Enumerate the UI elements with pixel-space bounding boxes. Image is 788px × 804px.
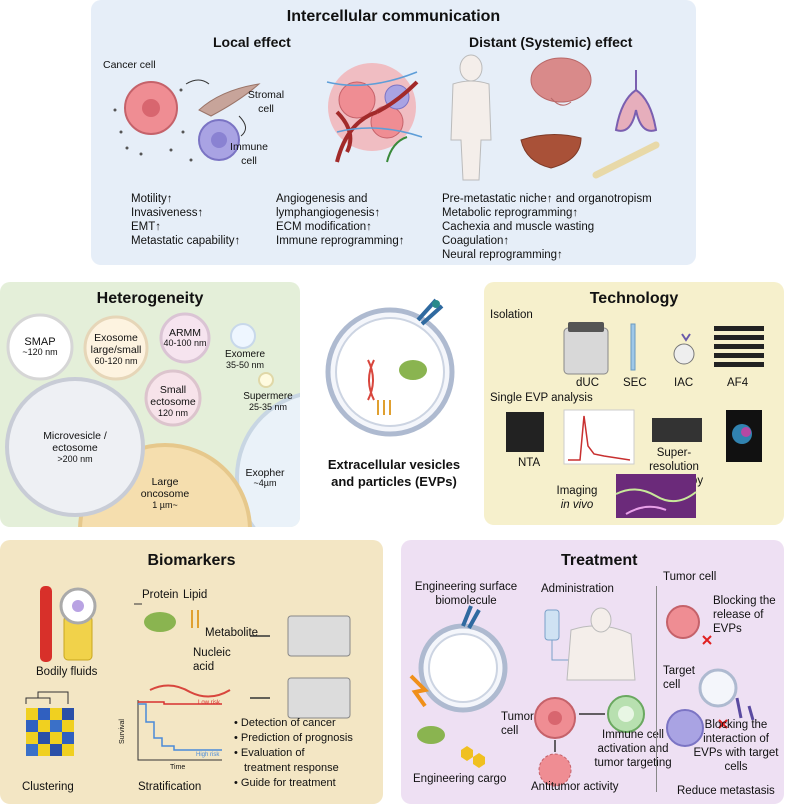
treatment-illustration-left bbox=[409, 605, 645, 787]
administration-label: Administration bbox=[541, 583, 614, 595]
metabolite-label: Metabolite bbox=[205, 627, 259, 639]
lipid-label: Lipid bbox=[183, 589, 208, 601]
effect-angiogenesis: Angiogenesis and bbox=[276, 193, 368, 205]
iac-label: IAC bbox=[674, 377, 694, 389]
effect-motility: Motility↑ bbox=[131, 193, 173, 205]
bodily-fluids-illustration bbox=[40, 586, 97, 662]
target-cell-label: Target cell bbox=[663, 665, 695, 691]
single-evp-instruments bbox=[506, 409, 762, 465]
use-detection: • Detection of cancer bbox=[234, 717, 336, 729]
use-treatment-response: treatment response bbox=[244, 762, 339, 774]
exomere-label: Exomere 35-50 nm bbox=[224, 349, 265, 371]
effect-invasiveness: Invasiveness↑ bbox=[131, 207, 204, 219]
imaging-label: Imaging in vivo bbox=[556, 485, 598, 511]
immune-activation-label: Immune cell activation and tumor targeti… bbox=[594, 729, 672, 769]
survival-curve bbox=[137, 700, 222, 761]
effect-lymphangiogenesis: lymphangiogenesis↑ bbox=[276, 207, 381, 219]
distant-effects-col: Pre-metastatic niche↑ and organotropism … bbox=[442, 192, 652, 262]
clustering-label: Clustering bbox=[22, 781, 74, 793]
armm-label: ARMM 40-100 nm bbox=[163, 327, 207, 348]
treatment-title: Treatment bbox=[561, 552, 638, 569]
engineering-cargo-label: Engineering cargo bbox=[413, 773, 507, 785]
isolation-instruments bbox=[563, 322, 764, 375]
local-effect-illustration bbox=[113, 79, 261, 162]
large-oncosome-label: Large oncosome 1 µm~ bbox=[140, 476, 190, 510]
block-interaction-label: Blocking the interaction of EVPs with ta… bbox=[693, 719, 779, 773]
clustering-heatmap bbox=[25, 691, 74, 756]
local-effects-col1: Motility↑ Invasiveness↑ EMT↑ Metastatic … bbox=[131, 192, 240, 248]
km-ylabel: Survival bbox=[118, 719, 126, 744]
use-guide: • Guide for treatment bbox=[234, 777, 336, 789]
af4-label: AF4 bbox=[727, 377, 749, 389]
biomarker-uses-list: • Detection of cancer • Prediction of pr… bbox=[234, 716, 353, 791]
biomarker-arrows bbox=[134, 603, 351, 719]
heterogeneity-title: Heterogeneity bbox=[96, 290, 204, 307]
body-organs-illustration bbox=[450, 54, 660, 181]
antitumor-label: Antitumor activity bbox=[531, 781, 619, 793]
nucleic-acid-label: Nucleic acid bbox=[193, 647, 231, 673]
tumor-cell-label: Tumor cell bbox=[501, 711, 534, 737]
single-evp-label: Single EVP analysis bbox=[490, 392, 593, 404]
effect-pre-metastatic: Pre-metastatic niche↑ and organotropism bbox=[442, 193, 652, 205]
effect-cachexia: Cachexia and muscle wasting bbox=[442, 221, 595, 233]
small-ectosome-label: Small ectosome 120 nm bbox=[150, 384, 196, 418]
microvesicle-label: Microvesicle / ectosome >200 nm bbox=[43, 430, 107, 464]
use-evaluation: • Evaluation of bbox=[234, 747, 305, 759]
km-xlabel: Time bbox=[170, 764, 186, 771]
evp-label: Extracellular vesicles and particles (EV… bbox=[327, 457, 461, 489]
supermere-label: Supermere 25-35 nm bbox=[243, 391, 293, 413]
bodily-fluids-label: Bodily fluids bbox=[36, 666, 98, 678]
cancer-cell-label: Cancer cell bbox=[103, 59, 156, 71]
protein-label: Protein bbox=[142, 589, 179, 601]
treatment-panel: Treatment Engineering surface biomolecul… bbox=[401, 540, 784, 804]
technology-panel: Technology Isolation dUC SEC IAC AF4 Sin… bbox=[484, 282, 784, 525]
km-high-risk-label: High risk bbox=[196, 752, 220, 758]
stromal-cell-label: Stromal cell bbox=[247, 89, 285, 115]
treatment-illustration-right bbox=[666, 605, 755, 747]
in-vivo-image bbox=[615, 474, 697, 518]
effect-immune-reprogramming: Immune reprogramming↑ bbox=[276, 235, 405, 247]
biomarkers-panel: Biomarkers Bodily fluids Protein Lipid M… bbox=[0, 540, 383, 804]
exopher-label: Exopher ~4µm bbox=[245, 467, 285, 488]
km-low-risk-label: Low risk bbox=[198, 700, 221, 706]
sec-label: SEC bbox=[623, 377, 647, 389]
biomarkers-title: Biomarkers bbox=[147, 552, 236, 569]
exosome-label: Exosome large/small 60-120 nm bbox=[90, 332, 142, 366]
effect-neural: Neural reprogramming↑ bbox=[442, 249, 563, 261]
technology-title: Technology bbox=[589, 290, 679, 307]
effect-metastatic: Metastatic capability↑ bbox=[131, 235, 241, 247]
isolation-label: Isolation bbox=[490, 309, 533, 321]
duc-label: dUC bbox=[576, 377, 600, 389]
stratification-label: Stratification bbox=[138, 781, 202, 793]
effect-ecm: ECM modification↑ bbox=[276, 221, 372, 233]
use-prognosis: • Prediction of prognosis bbox=[234, 732, 353, 744]
smap-label: SMAP ~120 nm bbox=[22, 336, 58, 358]
local-effect-title: Local effect bbox=[213, 34, 291, 50]
treatment-divider bbox=[656, 586, 657, 792]
block-release-label: Blocking the release of EVPs bbox=[713, 595, 776, 635]
immune-cell-label: Immune cell bbox=[230, 141, 268, 167]
tumor-microenvironment-illustration bbox=[326, 63, 423, 163]
effect-metabolic: Metabolic reprogramming↑ bbox=[442, 207, 579, 219]
vesicle-size-circles bbox=[5, 312, 300, 527]
local-effects-col2: Angiogenesis and lymphangiogenesis↑ ECM … bbox=[276, 192, 404, 248]
tumor-cell-right-label: Tumor cell bbox=[663, 571, 717, 583]
nta-label: NTA bbox=[518, 457, 541, 469]
evp-illustration bbox=[325, 298, 455, 437]
intercellular-title: Intercellular communication bbox=[286, 8, 501, 25]
distant-effect-title: Distant (Systemic) effect bbox=[469, 34, 633, 50]
effect-coagulation: Coagulation↑ bbox=[442, 235, 510, 247]
effect-emt: EMT↑ bbox=[131, 221, 162, 233]
heterogeneity-panel: Heterogeneity SMAP ~120 nm Exosome large… bbox=[0, 282, 300, 527]
intercellular-panel: Intercellular communication Local effect… bbox=[91, 0, 696, 265]
reduce-metastasis-label: Reduce metastasis bbox=[677, 785, 775, 797]
engineering-surface-label: Engineering surface biomolecule bbox=[414, 581, 518, 607]
